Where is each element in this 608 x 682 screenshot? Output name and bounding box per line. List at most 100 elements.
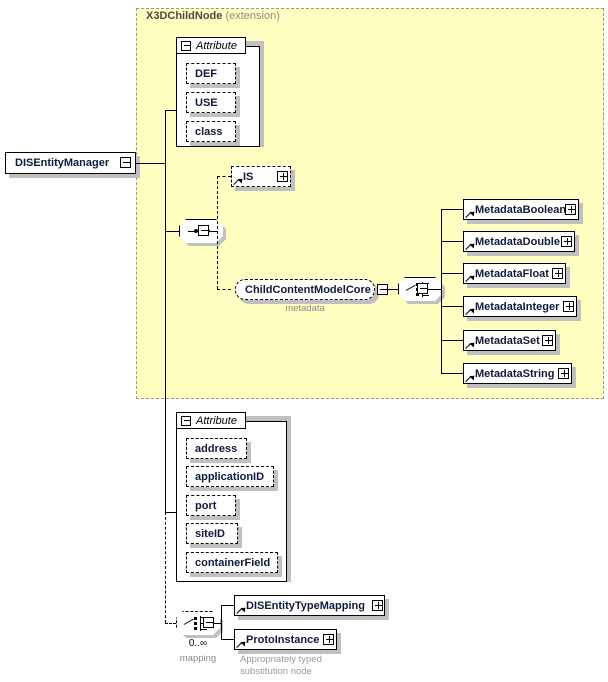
attribute-address-label: address — [195, 442, 238, 455]
reference-arrow-icon — [466, 242, 474, 250]
connector-sequence-to-childcontent — [217, 289, 231, 290]
root-element-label: DISEntityManager — [15, 157, 110, 169]
connector-metadata-branch — [441, 306, 463, 307]
mapping-group-label: mapping — [179, 653, 217, 664]
node-ChildContentModelCore[interactable]: ChildContentModelCore — [235, 279, 375, 300]
protoinstance-annotation-line1: Appropriately typed — [240, 654, 322, 665]
root-element-toggle-minus[interactable] — [120, 157, 131, 168]
node-MetadataString-toggle-plus[interactable] — [558, 368, 569, 379]
attribute-siteID[interactable]: siteID — [186, 523, 238, 544]
attribute-class[interactable]: class — [186, 121, 236, 142]
reference-arrow-icon — [466, 274, 474, 282]
attribute-group-1-header[interactable]: Attribute — [176, 37, 246, 54]
attribute-siteID-label: siteID — [195, 527, 225, 540]
connector-metadata-fanout-vertical — [441, 209, 442, 373]
reference-arrow-icon — [237, 606, 245, 614]
node-MetadataString-label: MetadataString — [475, 367, 555, 380]
node-MetadataBoolean[interactable]: MetadataBoolean — [463, 199, 579, 220]
node-ProtoInstance[interactable]: ProtoInstance — [234, 629, 337, 650]
connector-metadata-branch — [441, 241, 463, 242]
attribute-group-1-label: Attribute — [196, 39, 237, 52]
attribute-group-2-header[interactable]: Attribute — [176, 412, 246, 429]
node-IS-label: IS — [243, 170, 254, 183]
connector-to-attribute-group-1 — [165, 110, 185, 111]
connector-metadata-branch — [441, 373, 463, 374]
node-DISEntityTypeMapping-label: DISEntityTypeMapping — [246, 599, 365, 612]
node-MetadataDouble-label: MetadataDouble — [475, 235, 560, 248]
attribute-DEF[interactable]: DEF — [186, 63, 236, 84]
attribute-group-2-toggle-minus[interactable] — [181, 415, 191, 426]
reference-arrow-icon — [237, 640, 245, 648]
connector-root-trunk — [136, 163, 166, 164]
attribute-group-2-label: Attribute — [196, 414, 237, 427]
connector-metadata-branch — [441, 209, 463, 210]
connector-mapping-branch — [221, 639, 234, 640]
attribute-group-own: Attribute address applicationID port sit… — [176, 412, 291, 582]
attribute-group-1-toggle-minus[interactable] — [181, 40, 191, 51]
mapping-occurrence-label: 0..∞ — [188, 638, 208, 649]
connector-childcontent-to-choice — [388, 289, 398, 290]
reference-arrow-icon — [466, 341, 474, 349]
node-MetadataFloat-label: MetadataFloat — [475, 267, 549, 280]
reference-arrow-icon — [466, 307, 474, 315]
connector-mapping-branch — [221, 605, 234, 606]
node-ProtoInstance-toggle-plus[interactable] — [323, 634, 334, 645]
connector-sequence-out — [209, 231, 217, 232]
node-IS[interactable]: IS — [231, 166, 291, 187]
node-ChildContentModelCore-label: ChildContentModelCore — [245, 283, 371, 296]
node-MetadataInteger-toggle-plus[interactable] — [563, 301, 574, 312]
reference-arrow-icon — [466, 374, 474, 382]
connector-metadata-branch — [441, 340, 463, 341]
node-MetadataInteger-label: MetadataInteger — [475, 300, 560, 313]
attribute-applicationID-label: applicationID — [195, 470, 265, 483]
node-MetadataSet-toggle-plus[interactable] — [542, 335, 553, 346]
childcontentmodel-toggle-minus[interactable] — [377, 284, 388, 295]
node-MetadataBoolean-toggle-plus[interactable] — [565, 204, 576, 215]
connector-to-mapping-vertical — [165, 512, 166, 623]
attribute-containerField[interactable]: containerField — [186, 552, 278, 573]
node-DISEntityTypeMapping[interactable]: DISEntityTypeMapping — [234, 595, 385, 616]
attribute-containerField-label: containerField — [195, 556, 271, 569]
node-MetadataBoolean-label: MetadataBoolean — [475, 203, 567, 216]
connector-to-attribute-group-2 — [165, 512, 185, 513]
node-IS-toggle-plus[interactable] — [277, 171, 288, 182]
connector-mapping-fanout-vertical — [221, 605, 222, 639]
node-DISEntityTypeMapping-toggle-plus[interactable] — [372, 600, 383, 611]
connector-to-mapping-horizontal — [165, 623, 176, 624]
attribute-USE-label: USE — [195, 96, 218, 109]
node-MetadataInteger[interactable]: MetadataInteger — [463, 296, 577, 317]
connector-main-vertical — [165, 110, 166, 513]
extension-base-type: X3DChildNode — [146, 10, 223, 22]
attribute-applicationID[interactable]: applicationID — [186, 466, 274, 487]
attribute-address[interactable]: address — [186, 438, 247, 459]
connector-metadata-choice-out — [428, 289, 442, 290]
node-MetadataDouble-toggle-plus[interactable] — [561, 236, 572, 247]
attribute-class-label: class — [195, 125, 223, 138]
node-MetadataString[interactable]: MetadataString — [463, 363, 572, 384]
node-MetadataSet[interactable]: MetadataSet — [463, 330, 556, 351]
attribute-port-label: port — [195, 499, 217, 512]
connector-to-sequence — [165, 231, 179, 232]
attribute-port[interactable]: port — [186, 495, 236, 516]
reference-arrow-icon — [234, 177, 242, 185]
sequence-toggle-minus[interactable] — [198, 225, 209, 236]
node-MetadataDouble[interactable]: MetadataDouble — [463, 231, 575, 252]
attribute-USE[interactable]: USE — [186, 92, 236, 113]
connector-sequence-to-IS — [217, 176, 231, 177]
metadata-choice-toggle-minus[interactable] — [417, 283, 428, 294]
extension-region-title: X3DChildNode (extension) — [146, 10, 280, 22]
mapping-choice-toggle-minus[interactable] — [203, 617, 214, 628]
node-MetadataFloat-toggle-plus[interactable] — [552, 268, 563, 279]
node-ProtoInstance-label: ProtoInstance — [246, 633, 320, 646]
childcontentmodel-group-label: metadata — [285, 303, 325, 314]
connector-sequence-branch-vertical — [217, 176, 218, 289]
root-element-DISEntityManager[interactable]: DISEntityManager — [5, 152, 136, 174]
reference-arrow-icon — [466, 210, 474, 218]
connector-mapping-out — [214, 623, 222, 624]
attribute-group-inherited: Attribute DEF USE class — [176, 37, 264, 147]
connector-metadata-branch — [441, 273, 463, 274]
attribute-DEF-label: DEF — [195, 67, 217, 80]
node-MetadataSet-label: MetadataSet — [475, 334, 540, 347]
node-MetadataFloat[interactable]: MetadataFloat — [463, 263, 566, 284]
